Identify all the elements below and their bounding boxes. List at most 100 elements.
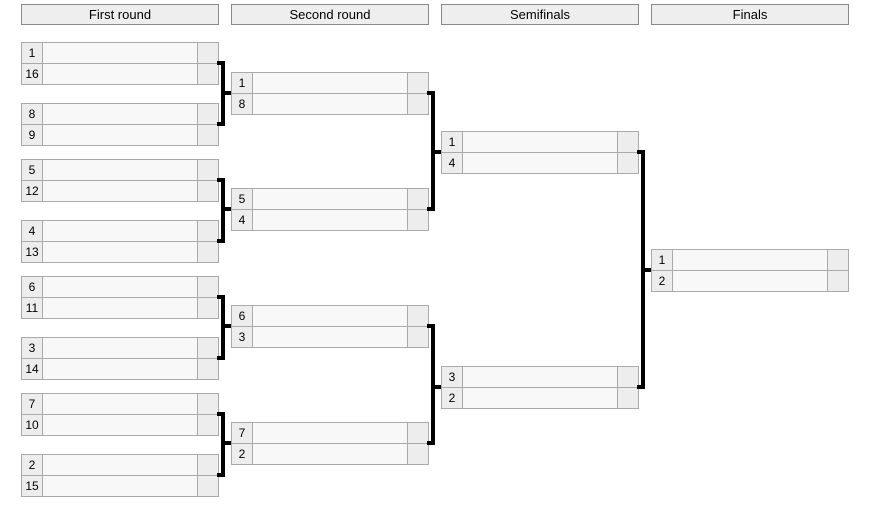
name-cell[interactable] (673, 250, 827, 270)
name-cell[interactable] (43, 476, 197, 496)
score-cell[interactable] (407, 423, 428, 443)
connector-line (435, 385, 441, 389)
score-cell[interactable] (197, 221, 218, 241)
name-cell[interactable] (253, 423, 407, 443)
name-cell[interactable] (43, 242, 197, 262)
match-sf-m2: 3 2 (441, 366, 639, 409)
match-slot: 3 (442, 367, 638, 387)
name-cell[interactable] (253, 327, 407, 347)
connector-line (221, 412, 225, 477)
seed-cell: 11 (22, 298, 43, 318)
name-cell[interactable] (463, 367, 617, 387)
match-slot: 2 (22, 455, 218, 475)
name-cell[interactable] (253, 306, 407, 326)
match-slot: 2 (232, 443, 428, 464)
name-cell[interactable] (43, 43, 197, 63)
match-slot: 4 (232, 209, 428, 230)
connector-line (427, 207, 435, 211)
score-cell[interactable] (197, 277, 218, 297)
seed-cell: 7 (22, 394, 43, 414)
score-cell[interactable] (407, 189, 428, 209)
name-cell[interactable] (463, 153, 617, 173)
match-slot: 12 (22, 180, 218, 201)
match-slot: 14 (22, 358, 218, 379)
seed-cell: 2 (442, 388, 463, 408)
name-cell[interactable] (43, 221, 197, 241)
score-cell[interactable] (197, 160, 218, 180)
seed-cell: 7 (232, 423, 253, 443)
score-cell[interactable] (827, 271, 848, 291)
name-cell[interactable] (253, 444, 407, 464)
score-cell[interactable] (827, 250, 848, 270)
match-slot: 8 (22, 104, 218, 124)
connector-line (217, 239, 225, 243)
score-cell[interactable] (197, 359, 218, 379)
name-cell[interactable] (253, 189, 407, 209)
score-cell[interactable] (197, 338, 218, 358)
score-cell[interactable] (617, 367, 638, 387)
seed-cell: 2 (22, 455, 43, 475)
name-cell[interactable] (463, 132, 617, 152)
connector-line (431, 324, 435, 445)
match-r1-m1: 1 16 (21, 42, 219, 85)
score-cell[interactable] (197, 43, 218, 63)
match-slot: 4 (442, 152, 638, 173)
match-r1-m7: 7 10 (21, 393, 219, 436)
name-cell[interactable] (253, 210, 407, 230)
score-cell[interactable] (197, 476, 218, 496)
score-cell[interactable] (197, 455, 218, 475)
score-cell[interactable] (407, 327, 428, 347)
match-slot: 1 (232, 73, 428, 93)
connector-line (435, 150, 441, 154)
match-slot: 1 (22, 43, 218, 63)
name-cell[interactable] (43, 181, 197, 201)
name-cell[interactable] (43, 338, 197, 358)
score-cell[interactable] (197, 298, 218, 318)
score-cell[interactable] (407, 73, 428, 93)
name-cell[interactable] (43, 104, 197, 124)
seed-cell: 13 (22, 242, 43, 262)
name-cell[interactable] (253, 73, 407, 93)
match-slot: 16 (22, 63, 218, 84)
name-cell[interactable] (43, 415, 197, 435)
match-slot: 5 (22, 160, 218, 180)
score-cell[interactable] (197, 415, 218, 435)
score-cell[interactable] (197, 394, 218, 414)
score-cell[interactable] (617, 153, 638, 173)
score-cell[interactable] (617, 132, 638, 152)
match-final: 1 2 (651, 249, 849, 292)
score-cell[interactable] (197, 64, 218, 84)
score-cell[interactable] (407, 306, 428, 326)
connector-line (221, 295, 225, 360)
name-cell[interactable] (43, 298, 197, 318)
score-cell[interactable] (407, 210, 428, 230)
name-cell[interactable] (463, 388, 617, 408)
seed-cell: 1 (22, 43, 43, 63)
score-cell[interactable] (407, 94, 428, 114)
name-cell[interactable] (43, 277, 197, 297)
match-slot: 13 (22, 241, 218, 262)
name-cell[interactable] (43, 125, 197, 145)
name-cell[interactable] (673, 271, 827, 291)
name-cell[interactable] (43, 64, 197, 84)
score-cell[interactable] (407, 444, 428, 464)
name-cell[interactable] (43, 394, 197, 414)
score-cell[interactable] (617, 388, 638, 408)
score-cell[interactable] (197, 181, 218, 201)
score-cell[interactable] (197, 104, 218, 124)
seed-cell: 4 (442, 153, 463, 173)
name-cell[interactable] (43, 160, 197, 180)
match-slot: 2 (652, 270, 848, 291)
name-cell[interactable] (253, 94, 407, 114)
match-slot: 4 (22, 221, 218, 241)
match-r1-m6: 3 14 (21, 337, 219, 380)
seed-cell: 15 (22, 476, 43, 496)
seed-cell: 2 (652, 271, 673, 291)
match-r1-m3: 5 12 (21, 159, 219, 202)
name-cell[interactable] (43, 359, 197, 379)
seed-cell: 3 (442, 367, 463, 387)
seed-cell: 1 (232, 73, 253, 93)
name-cell[interactable] (43, 455, 197, 475)
score-cell[interactable] (197, 242, 218, 262)
score-cell[interactable] (197, 125, 218, 145)
